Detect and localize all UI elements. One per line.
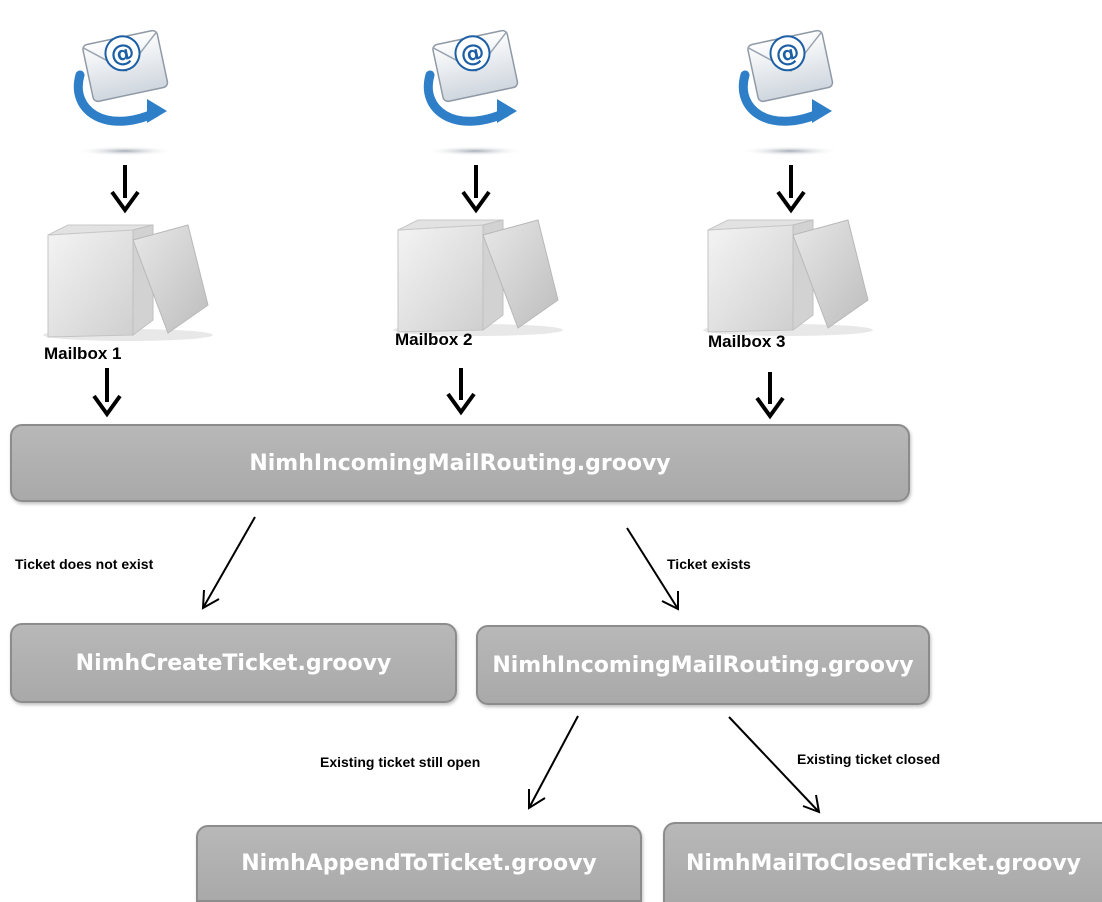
open-box-icon [393, 219, 563, 336]
node-router-2: NimhIncomingMailRouting.groovy [476, 625, 930, 705]
arrow-ticket-closed [728, 716, 821, 814]
arrow-down-icon [446, 368, 476, 416]
node-append-ticket: NimhAppendToTicket.groovy [196, 825, 642, 902]
email-icon: @ [73, 29, 175, 156]
open-box-icon [43, 224, 213, 341]
svg-text:@: @ [773, 37, 802, 69]
arrow-down-icon [776, 165, 806, 214]
arrow-exists [626, 527, 679, 611]
arrow-down-icon [461, 165, 491, 214]
mailbox-label-2: Mailbox 2 [395, 330, 473, 349]
svg-text:@: @ [108, 37, 137, 69]
open-box-icon [703, 219, 873, 336]
svg-text:@: @ [458, 37, 487, 69]
arrow-still-open [528, 715, 579, 810]
node-create-ticket: NimhCreateTicket.groovy [10, 623, 457, 703]
email-icon: @ [423, 29, 525, 156]
edge-label-still-open: Existing ticket still open [320, 754, 481, 770]
mailbox-label-1: Mailbox 1 [44, 344, 122, 363]
arrow-down-icon [110, 165, 140, 214]
email-icon: @ [738, 29, 840, 156]
mailbox-label-3: Mailbox 3 [708, 332, 786, 351]
arrow-down-icon [92, 368, 122, 418]
edge-label-exists: Ticket exists [667, 556, 751, 572]
edge-label-ticket-closed: Existing ticket closed [797, 751, 941, 767]
arrow-down-icon [755, 372, 785, 420]
arrow-not-exist [201, 516, 256, 610]
edge-label-not-exist: Ticket does not exist [15, 556, 154, 572]
node-mail-closed-ticket: NimhMailToClosedTicket.groovy [663, 822, 1102, 902]
node-router: NimhIncomingMailRouting.groovy [10, 424, 910, 502]
